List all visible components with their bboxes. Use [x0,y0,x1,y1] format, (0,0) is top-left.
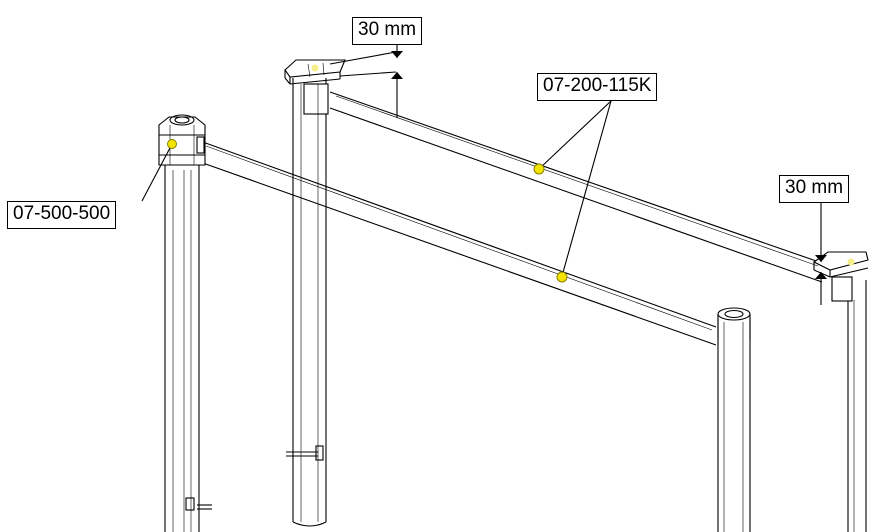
dimension-label-top: 30 mm [352,17,423,45]
marker-dot-plate-rear-left [311,64,319,72]
front-left-post [164,165,212,532]
dimension-arrow-top [329,45,403,118]
marker-dots [167,64,855,283]
part-label-crossbar: 07-200-115K [537,73,658,101]
front-crossbar [199,140,717,346]
marker-dot-front-crossbar [556,271,568,283]
top-plate-rear-left [284,59,346,115]
rear-left-post [286,78,327,527]
leader-lines [141,100,612,277]
part-label-connector: 07-500-500 [7,201,117,229]
dimension-arrow-right [815,203,827,305]
marker-dot-rear-crossbar [533,163,545,175]
rear-right-post [812,251,869,532]
dimension-label-right: 30 mm [779,175,850,203]
marker-dot-plate-rear-right [847,258,855,266]
marker-dot-connector [167,139,177,149]
post-connector-front-left [158,114,206,166]
front-right-post [717,307,751,532]
rear-crossbar [329,91,823,283]
